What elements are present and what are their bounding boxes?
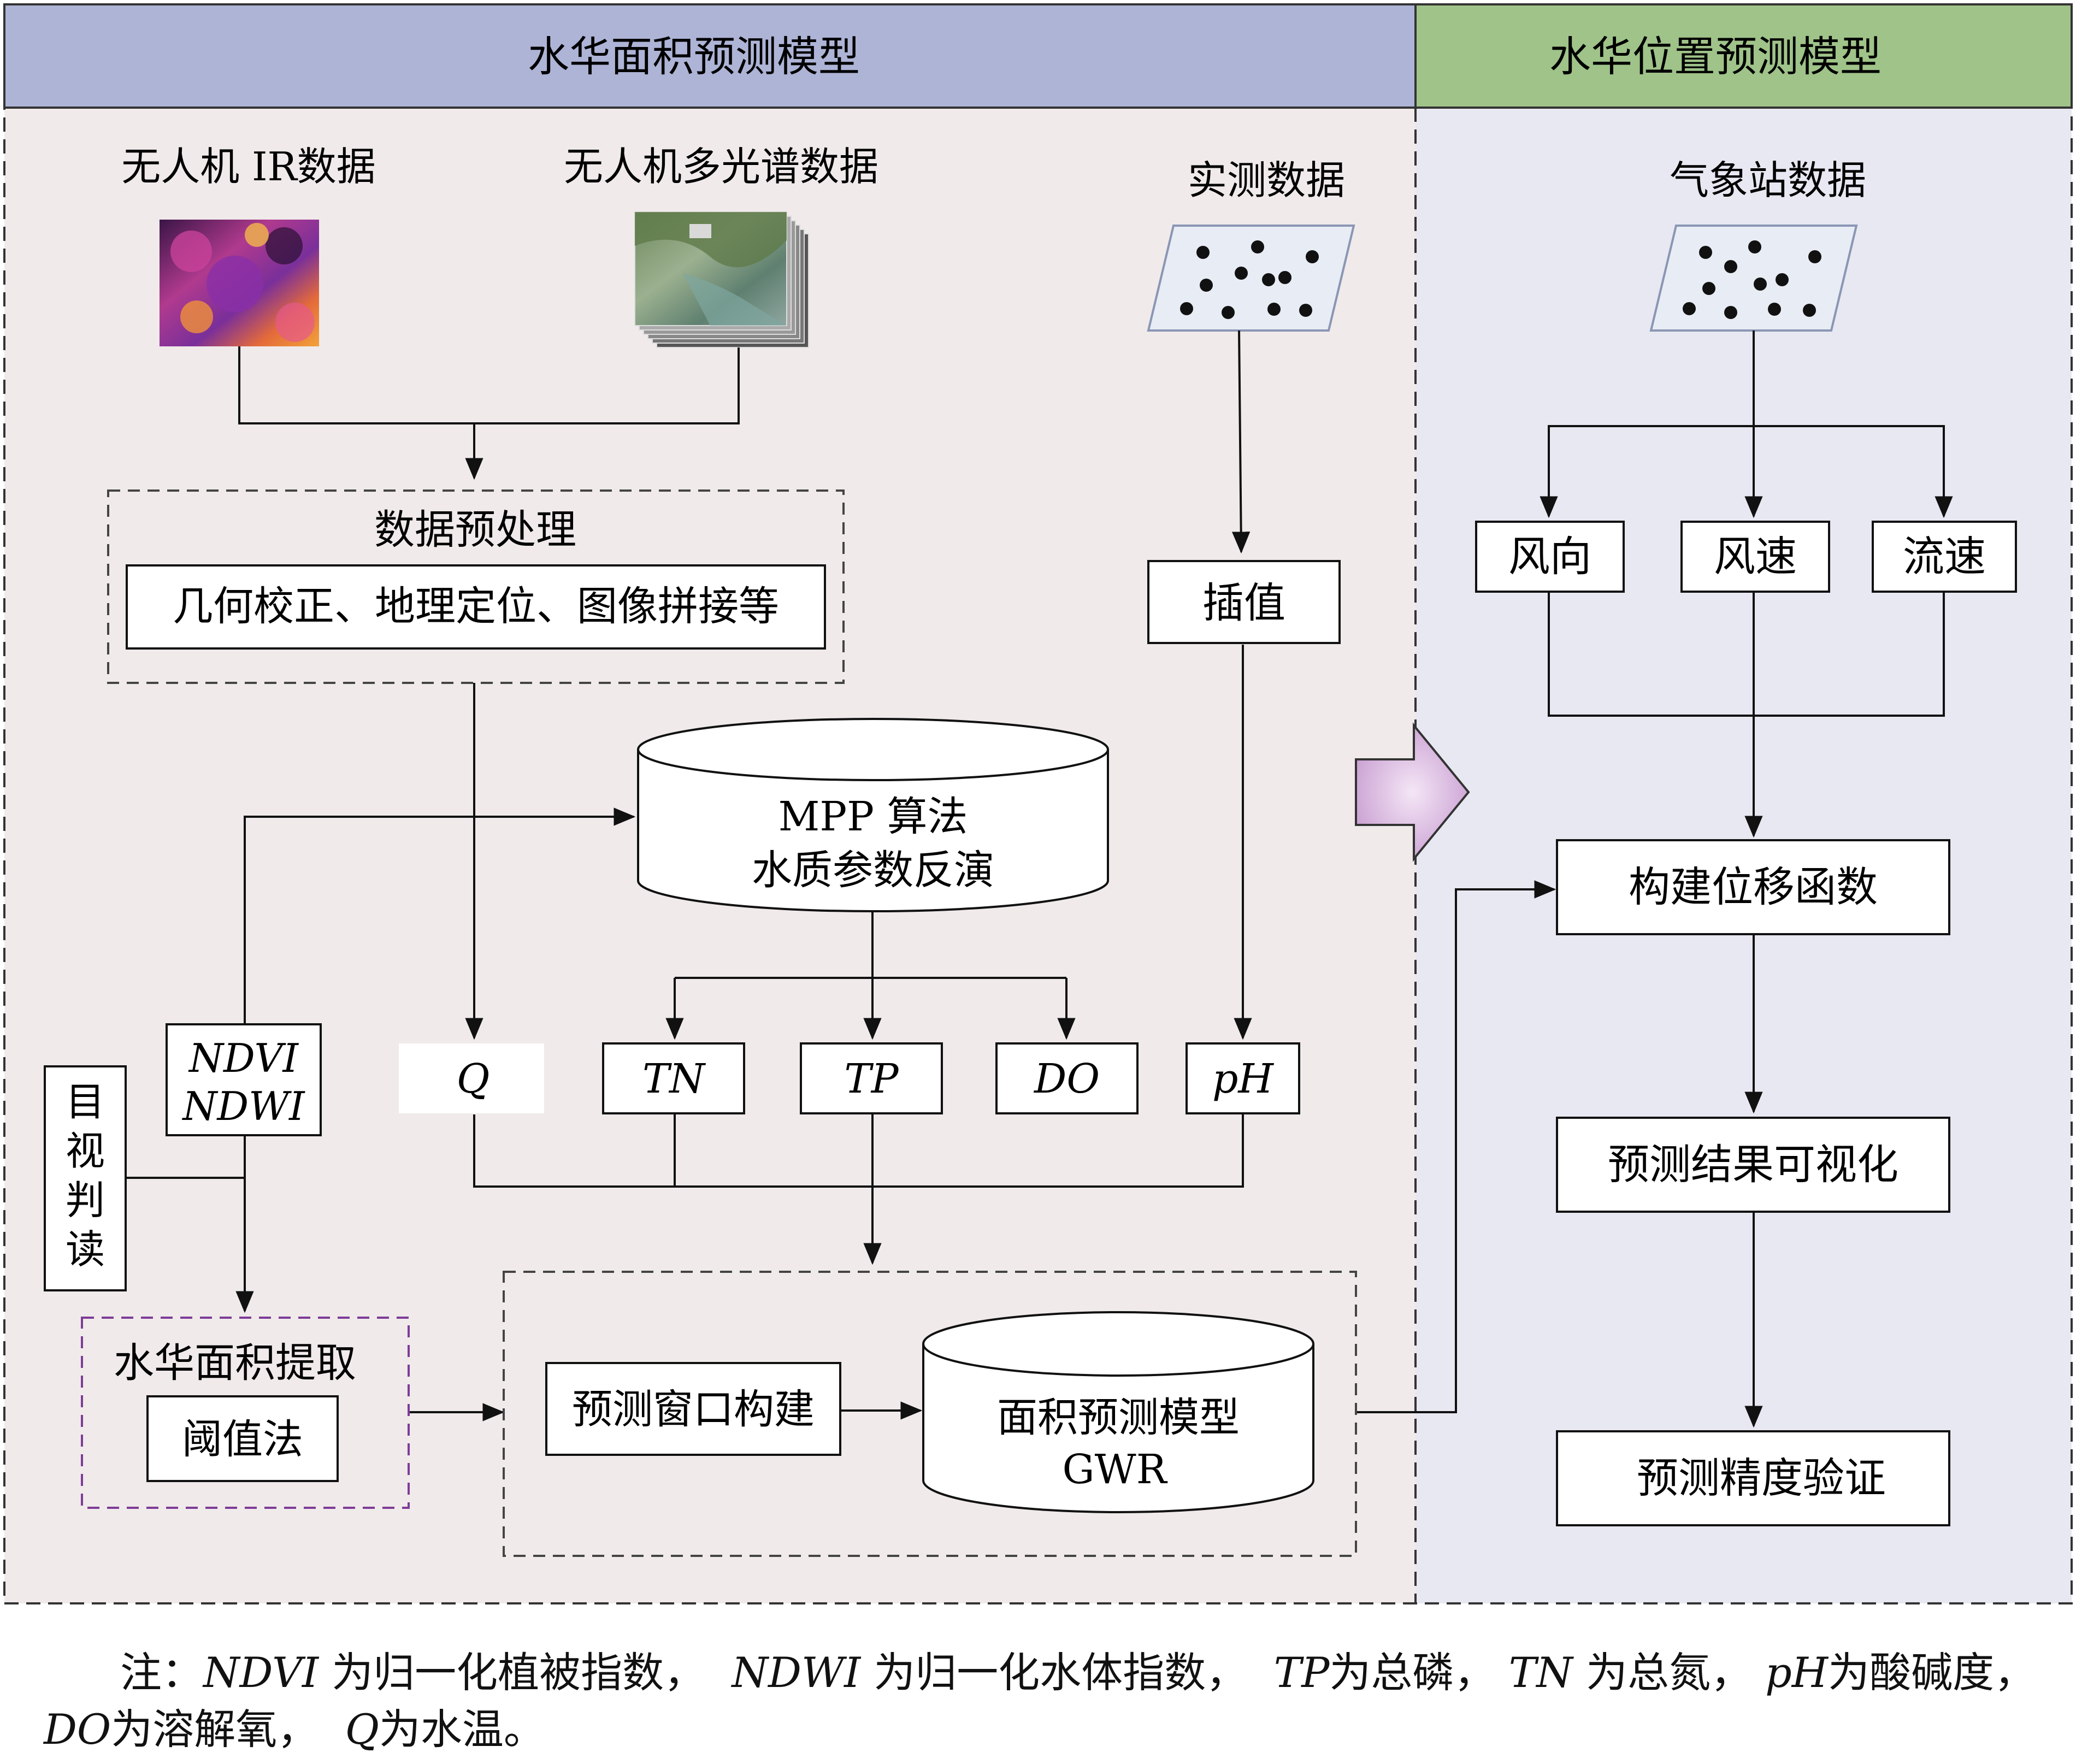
outer-dashed-border <box>3 107 2073 1604</box>
visual-interpretation-box <box>44 1065 127 1291</box>
flow-speed-box <box>1872 521 2017 593</box>
extraction-group <box>81 1317 410 1509</box>
threshold-label: 阈值法 <box>182 1416 303 1463</box>
gwr-cylinder <box>922 1311 1314 1513</box>
note-tp-abbr: TP <box>1273 1648 1330 1697</box>
interpolation-box <box>1147 560 1341 644</box>
multispectral-image-stack <box>634 211 809 348</box>
measured-points-plate <box>1147 225 1355 332</box>
measured-label: 实测数据 <box>1188 157 1345 203</box>
note-do-desc: 为溶解氧， <box>111 1705 319 1754</box>
preprocess-group <box>107 489 845 684</box>
verify-box <box>1556 1430 1950 1526</box>
ndvi-label: NDVI <box>188 1035 299 1081</box>
wind-speed-box <box>1680 521 1830 593</box>
param-ph-box <box>1186 1042 1300 1114</box>
param-tn-box <box>602 1042 745 1114</box>
note-ndvi-desc: 为归一化植被指数， <box>319 1648 706 1697</box>
weather-label: 气象站数据 <box>1670 157 1866 203</box>
left-header-title: 水华面积预测模型 <box>528 32 860 81</box>
displacement-box <box>1556 839 1950 935</box>
param-ph: pH <box>1212 1055 1274 1102</box>
visualize-box <box>1556 1117 1950 1213</box>
note-do-abbr: DO <box>44 1705 111 1754</box>
connector-lines <box>126 330 1953 1428</box>
window-box <box>545 1362 841 1456</box>
wind-speed: 风速 <box>1714 532 1797 581</box>
param-tn: TN <box>642 1055 706 1102</box>
extraction-title: 水华面积提取 <box>114 1340 356 1387</box>
note-tn-abbr: TN <box>1508 1648 1573 1697</box>
uav-ms-label: 无人机多光谱数据 <box>564 144 878 190</box>
param-do-box <box>995 1042 1139 1114</box>
wind-direction: 风向 <box>1508 532 1591 581</box>
ndwi-label: NDWI <box>181 1083 305 1129</box>
preprocess-detail-box <box>126 564 826 650</box>
note-ndwi-desc: 为归一化水体指数， <box>860 1648 1248 1697</box>
visual-char-1: 目 <box>66 1079 105 1125</box>
footnote-line-2: DO为溶解氧， Q为水温。 <box>44 1701 2043 1758</box>
flow-speed: 流速 <box>1903 532 1986 581</box>
param-q: Q <box>457 1055 490 1102</box>
note-prefix: 注： <box>120 1648 203 1697</box>
note-ndvi-abbr: NDVI <box>203 1648 319 1697</box>
mpp-line1: MPP 算法 <box>778 793 968 840</box>
param-do: DO <box>1033 1055 1100 1102</box>
verify-label: 预测精度验证 <box>1637 1454 1886 1502</box>
note-ndwi-abbr: NDWI <box>732 1648 861 1697</box>
model-group <box>503 1271 1357 1557</box>
wind-direction-box <box>1475 521 1625 593</box>
note-tn-desc: 为总氮， <box>1572 1648 1752 1697</box>
threshold-box <box>146 1395 339 1482</box>
interpolation-label: 插值 <box>1202 579 1285 627</box>
mpp-cylinder <box>637 718 1109 912</box>
gwr-line2: GWR <box>1063 1446 1168 1493</box>
window-label: 预测窗口构建 <box>572 1386 815 1433</box>
note-q-abbr: Q <box>345 1705 379 1754</box>
footnote: 注：NDVI 为归一化植被指数， NDWI 为归一化水体指数， TP为总磷， T… <box>44 1644 2043 1758</box>
transition-arrow-icon <box>1355 722 1470 862</box>
note-ph-desc: 为酸碱度， <box>1828 1648 2036 1697</box>
preprocess-title: 数据预处理 <box>374 506 576 553</box>
param-tp-box <box>800 1042 943 1114</box>
note-ph-abbr: pH <box>1765 1648 1829 1697</box>
visual-char-4: 读 <box>66 1226 105 1272</box>
uav-ir-label: 无人机 IR数据 <box>121 144 376 190</box>
right-header <box>1414 3 2073 109</box>
displacement-label: 构建位移函数 <box>1629 863 1878 911</box>
gwr-line1: 面积预测模型 <box>997 1394 1240 1441</box>
visual-char-3: 判 <box>66 1177 105 1223</box>
note-tp-desc: 为总磷， <box>1329 1648 1496 1697</box>
param-tp: TP <box>844 1055 899 1102</box>
right-header-title: 水华位置预测模型 <box>1549 32 1882 81</box>
ndvi-ndwi-box <box>166 1023 322 1136</box>
visual-char-2: 视 <box>66 1128 105 1174</box>
visualize-label: 预测结果可视化 <box>1608 1140 1898 1189</box>
weather-points-plate <box>1649 225 1858 332</box>
footnote-line-1: 注：NDVI 为归一化植被指数， NDWI 为归一化水体指数， TP为总磷， T… <box>44 1644 2043 1701</box>
preprocess-detail: 几何校正、地理定位、图像拼接等 <box>173 583 779 630</box>
ir-image <box>160 220 319 346</box>
mpp-line2: 水质参数反演 <box>752 847 994 894</box>
param-q-box <box>399 1043 544 1113</box>
note-q-desc: 为水温。 <box>379 1705 545 1754</box>
